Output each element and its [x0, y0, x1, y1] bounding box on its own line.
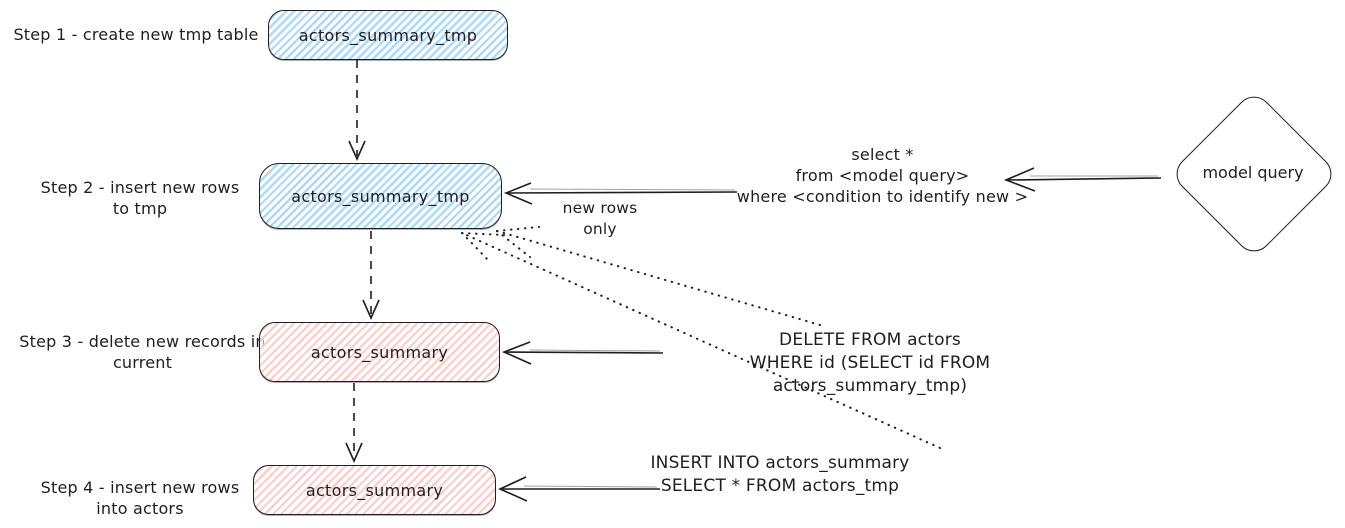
select-query-line1: select * [851, 145, 914, 164]
step1-label-line1: Step 1 - create new tmp table [13, 25, 259, 44]
arrowhead-step2-to-step3 [362, 299, 380, 320]
step3-box-label: actors_summary [310, 342, 449, 362]
step4-box-label: actors_summary [305, 480, 444, 500]
insert-sql-annotation: INSERT INTO actors_summary SELECT * FROM… [645, 452, 915, 498]
step4-label: Step 4 - insert new rows into actors [20, 477, 260, 519]
select-query-line3: where <condition to identify new > [736, 187, 1029, 206]
insert-sql-line1: INSERT INTO actors_summary [650, 453, 910, 473]
step4-box-actors-summary: actors_summary [253, 465, 496, 515]
step2-box-label: actors_summary_tmp [291, 186, 470, 206]
select-query-annotation: select * from <model query> where <condi… [715, 144, 1050, 207]
arrow-delete-to-summary [501, 341, 664, 365]
step2-box-actors-summary-tmp: actors_summary_tmp [259, 163, 502, 229]
delete-sql-line1: DELETE FROM actors [779, 330, 961, 350]
step1-label: Step 1 - create new tmp table [8, 24, 264, 45]
dotted-arrow-delete-refs-tmp [496, 226, 821, 326]
arrowhead-step1-to-step2 [348, 140, 366, 161]
insert-sql-line2: SELECT * FROM actors_tmp [660, 476, 900, 496]
step3-label: Step 3 - delete new records in current [5, 331, 280, 373]
arrow-insert-to-summary [498, 476, 660, 502]
step1-box-actors-summary-tmp: actors_summary_tmp [268, 10, 508, 60]
delete-sql-annotation: DELETE FROM actors WHERE id (SELECT id F… [650, 329, 1090, 398]
select-query-line2: from <model query> [795, 166, 970, 185]
step4-label-line2: into actors [96, 499, 184, 518]
step2-label: Step 2 - insert new rows to tmp [20, 177, 260, 219]
step2-label-line2: to tmp [112, 199, 168, 218]
step3-box-actors-summary: actors_summary [259, 322, 500, 382]
step3-label-line1: Step 3 - delete new records in [19, 332, 266, 351]
arrowhead-step3-to-step4 [345, 442, 363, 463]
step1-box-label: actors_summary_tmp [298, 25, 478, 45]
delete-sql-line2: WHERE id (SELECT id FROM actors_summary_… [749, 353, 991, 396]
model-query-label: model query [1202, 163, 1304, 182]
step2-label-line1: Step 2 - insert new rows [40, 178, 240, 197]
new-rows-only-label: new rows only [562, 199, 638, 238]
step4-label-line1: Step 4 - insert new rows [40, 478, 240, 497]
step3-label-line2: current [112, 353, 173, 372]
